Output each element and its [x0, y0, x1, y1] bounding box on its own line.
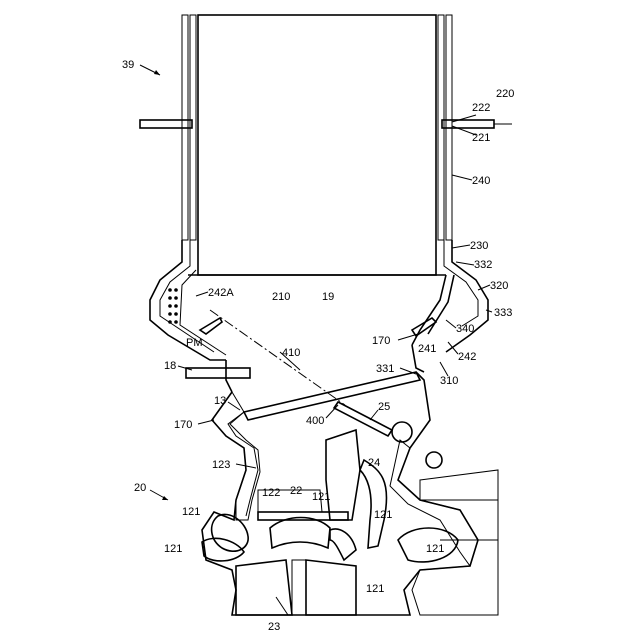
label-123: 123: [212, 459, 230, 471]
label-121-right-upper: 121: [374, 509, 392, 521]
label-242: 242: [458, 351, 476, 363]
label-241: 241: [418, 343, 436, 355]
core-block-19: [198, 15, 436, 275]
label-310: 310: [440, 375, 458, 387]
label-170-bottom: 170: [174, 419, 192, 431]
label-340: 340: [456, 323, 474, 335]
label-121-right: 121: [426, 543, 444, 555]
label-240: 240: [472, 175, 490, 187]
label-PM: PM: [186, 337, 203, 349]
label-333: 333: [494, 307, 512, 319]
flap-400: [244, 372, 442, 468]
label-24: 24: [368, 457, 380, 469]
label-170-top: 170: [372, 335, 390, 347]
label-22: 22: [290, 485, 302, 497]
label-121-left-lower: 121: [164, 543, 182, 555]
label-18: 18: [164, 360, 176, 372]
transition-section: [150, 240, 488, 405]
upper-column: [140, 15, 512, 275]
label-221: 221: [472, 132, 490, 144]
label-20: 20: [134, 482, 146, 494]
dots-242A: [168, 288, 178, 324]
label-121-center: 121: [312, 491, 330, 503]
label-410: 410: [282, 347, 300, 359]
label-23: 23: [268, 621, 280, 633]
hole: [426, 452, 442, 468]
label-121-left-upper: 121: [182, 506, 200, 518]
label-222: 222: [472, 102, 490, 114]
left-flange-222: [140, 120, 192, 128]
label-320: 320: [490, 280, 508, 292]
label-210: 210: [272, 291, 290, 303]
label-121-bottom: 121: [366, 583, 384, 595]
label-242A: 242A: [208, 287, 234, 299]
right-flange-222: [442, 120, 494, 128]
label-332: 332: [474, 259, 492, 271]
label-220: 220: [496, 88, 514, 100]
label-25: 25: [378, 401, 390, 413]
label-331: 331: [376, 363, 394, 375]
plate-18: [186, 368, 250, 378]
label-230: 230: [470, 240, 488, 252]
pivot-25: [392, 422, 412, 442]
label-39: 39: [122, 59, 134, 71]
plate-22: [258, 512, 348, 520]
label-122: 122: [262, 487, 280, 499]
label-400: 400: [306, 415, 324, 427]
label-19: 19: [322, 291, 334, 303]
label-13: 13: [214, 395, 226, 407]
